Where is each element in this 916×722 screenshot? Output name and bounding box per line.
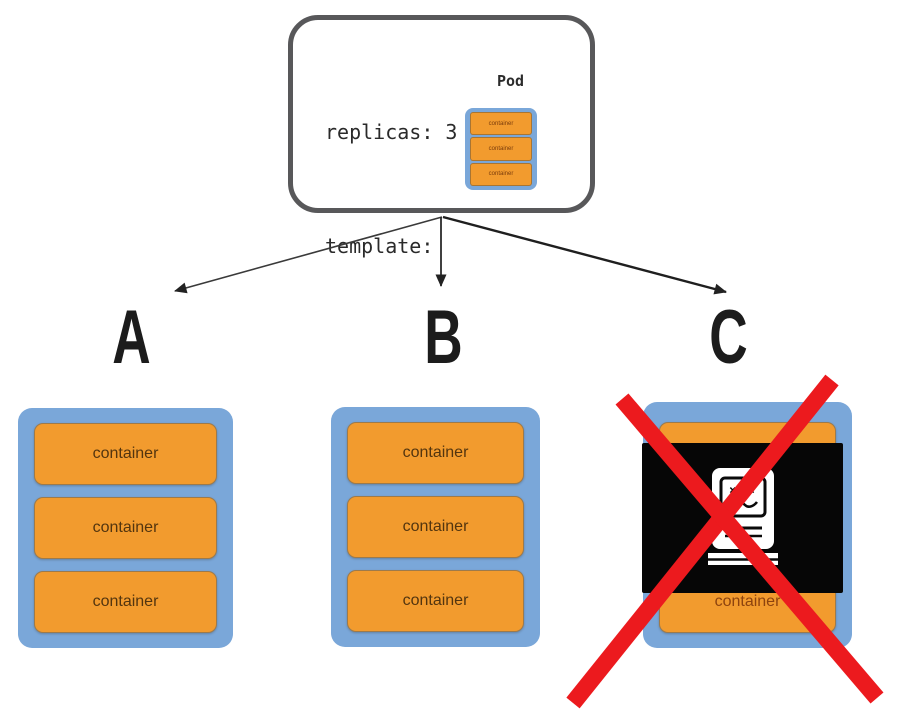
pod-c: container container container ××× (642, 402, 852, 648)
container-box: container (347, 422, 524, 484)
container-box: container (34, 497, 217, 559)
branch-label-a: A (111, 295, 151, 380)
mini-container: container (470, 162, 532, 186)
pod-a: container container container (18, 408, 233, 648)
mini-pod: container container container (465, 108, 537, 190)
container-box: container (347, 570, 524, 632)
mini-container: container (470, 112, 532, 136)
template-line: template: (325, 234, 434, 258)
mini-container: container (470, 137, 532, 161)
container-box: container (34, 571, 217, 633)
container-box: container (34, 423, 217, 485)
branch-label-c: C (708, 295, 748, 380)
crash-overlay: ××× (642, 443, 843, 593)
branch-label-b: B (423, 295, 463, 380)
container-box: container (347, 496, 524, 558)
mini-pod-label: Pod (497, 72, 525, 90)
arrow-to-c-icon (442, 215, 727, 295)
spec-box: replicas: 3 template: Pod container cont… (288, 15, 595, 258)
replicas-line: replicas: 3 (325, 120, 458, 144)
crash-screen-text: ××× (729, 483, 757, 497)
dead-computer-icon: ××× (708, 468, 778, 565)
pod-b: container container container (331, 407, 540, 647)
